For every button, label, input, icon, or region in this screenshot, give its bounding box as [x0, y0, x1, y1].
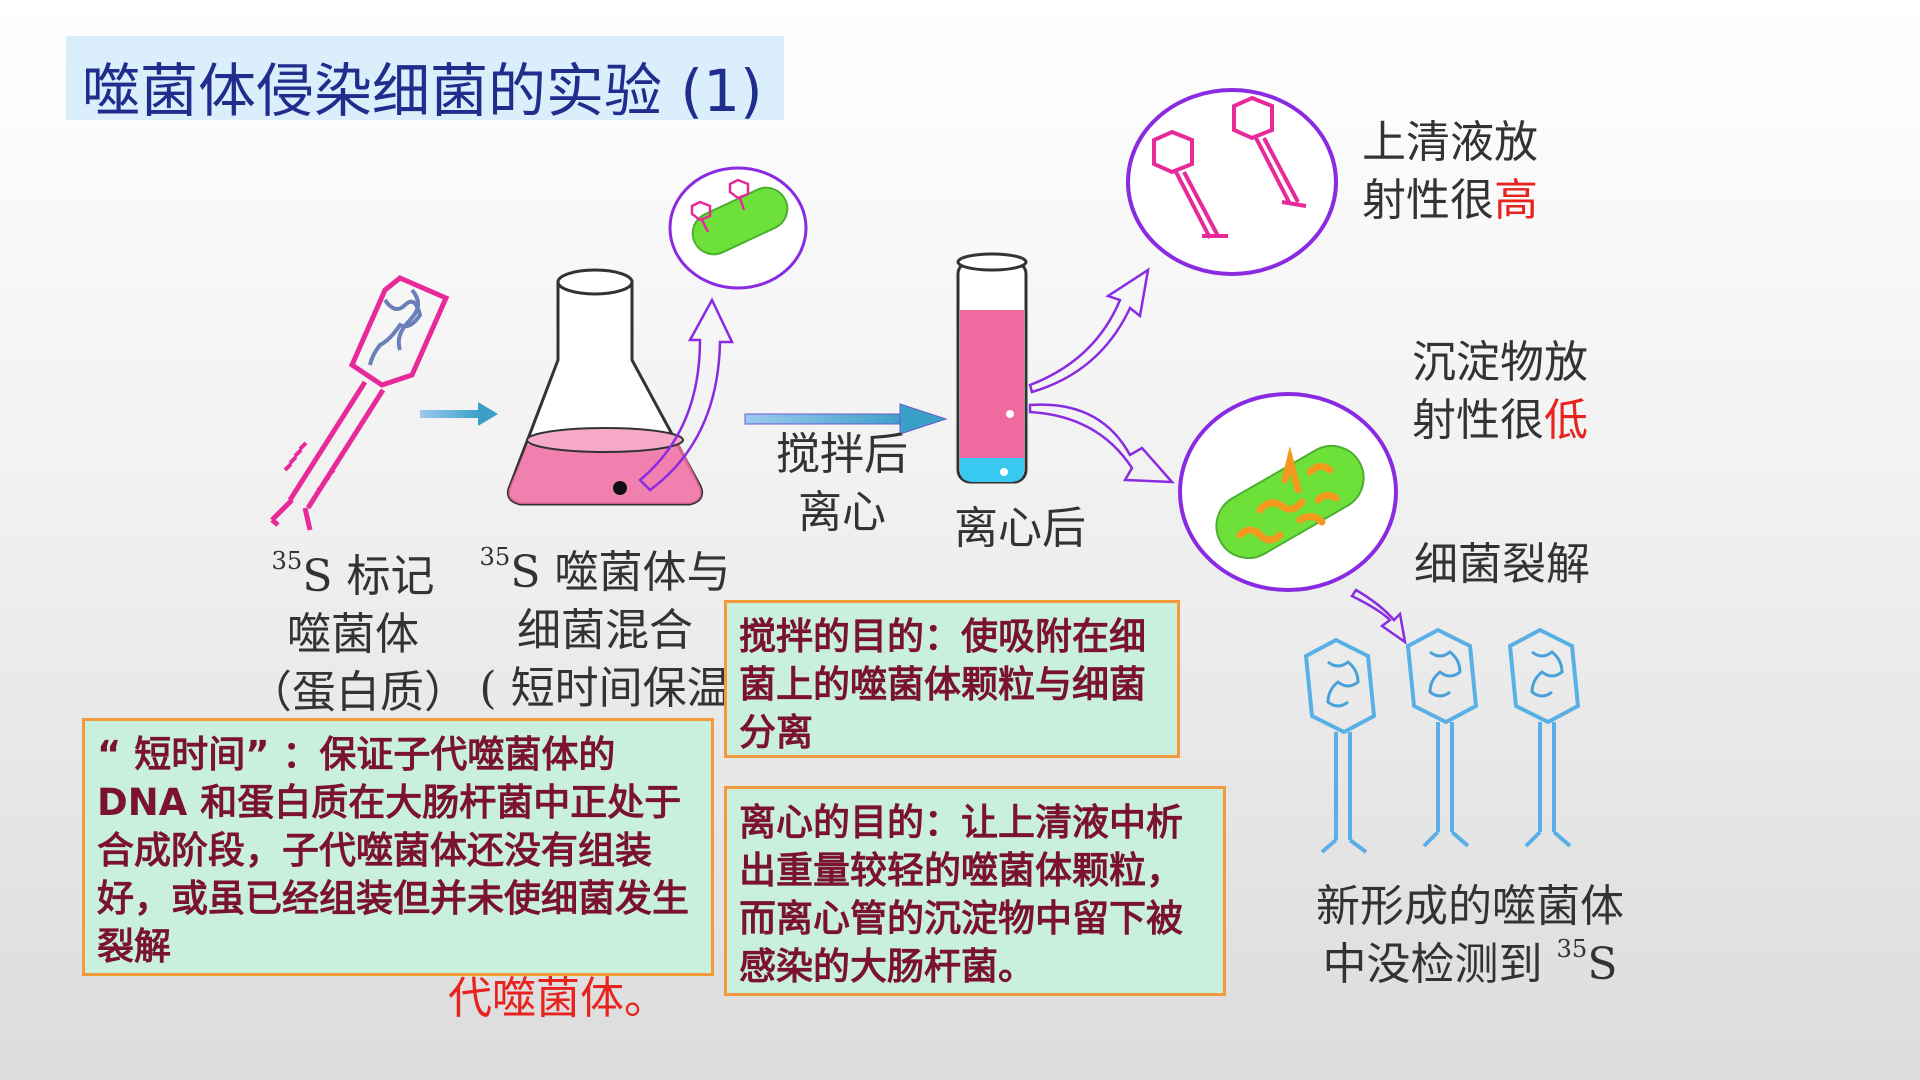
attachment-circle-icon — [668, 166, 808, 290]
stir-purpose-note: 搅拌的目的：使吸附在细菌上的噬菌体颗粒与细菌分离 — [724, 600, 1180, 758]
partially-hidden-text: 代噬菌体。 — [448, 973, 668, 1024]
centrifuge-purpose-note: 离心的目的：让上清液中析出重量较轻的噬菌体颗粒，而离心管的沉淀物中留下被感染的大… — [724, 786, 1226, 996]
new-phage-label: 新形成的噬菌体 中没检测到 35S — [1316, 881, 1624, 990]
labelled-phage-icon — [270, 275, 450, 531]
high-emphasis: 高 — [1494, 175, 1538, 226]
short-time-note: “ 短时间” ：保证子代噬菌体的DNA 和蛋白质在大肠杆菌中正处于合成阶段，子代… — [82, 718, 714, 976]
lysis-label: 细菌裂解 — [1414, 539, 1590, 590]
supernatant-circle-icon — [1126, 88, 1338, 276]
stir-centrifuge-label: 搅拌后 离心 — [762, 426, 922, 542]
new-phages-icon — [1303, 627, 1581, 854]
after-centrifuge-label: 离心后 — [954, 503, 1086, 554]
precipitate-label: 沉淀物放 射性很低 — [1412, 337, 1588, 446]
arrow-to-flask-icon — [420, 402, 498, 426]
arrow-to-tube-icon — [744, 403, 948, 435]
mix-label: 35S 噬菌体与 细菌混合 ( 短时间保温 — [479, 543, 731, 714]
arrow-to-precipitate-icon — [1028, 403, 1175, 484]
arrow-to-new-phages-icon — [1350, 588, 1407, 645]
precipitate-circle-icon — [1178, 392, 1398, 592]
low-emphasis: 低 — [1544, 395, 1588, 446]
centrifuge-label: 离心 — [798, 487, 886, 538]
arrow-to-supernatant-icon — [1028, 267, 1150, 394]
title-bar — [66, 36, 784, 120]
centrifuge-tube-icon — [956, 252, 1028, 484]
phage-label: 35S 标记 噬菌体 （蛋白质） — [248, 547, 468, 718]
page-title: 噬菌体侵染细菌的实验 (1) — [82, 57, 763, 125]
supernatant-label: 上清液放 射性很高 — [1362, 117, 1538, 226]
stir-label: 搅拌后 — [776, 429, 908, 480]
zoom-arrow-icon — [638, 297, 734, 492]
